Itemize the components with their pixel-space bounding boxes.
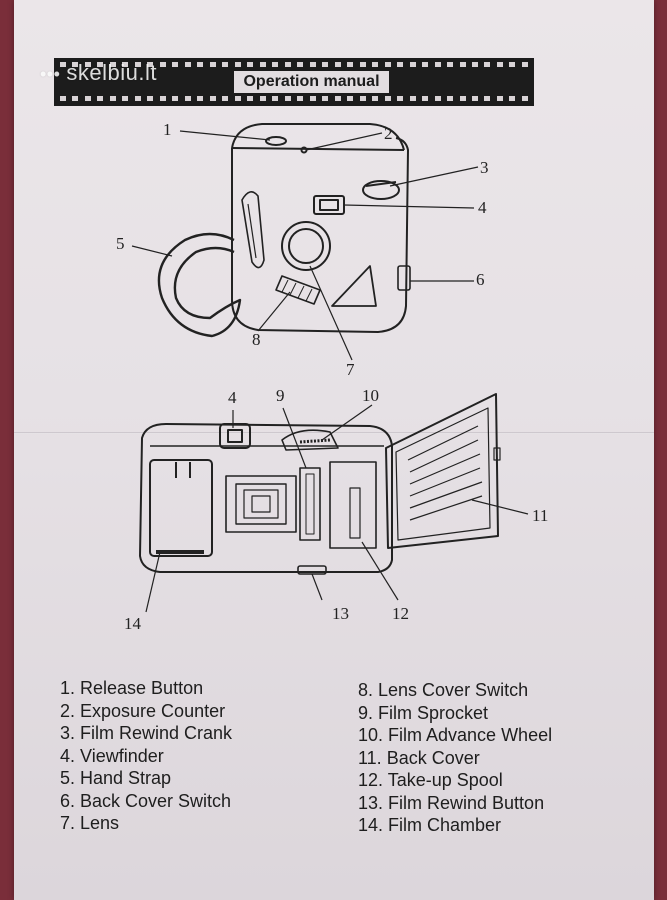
legend-item: 12. Take-up Spool [358,770,503,790]
legend-item: 10. Film Advance Wheel [358,725,553,745]
callout-13: 13 [332,604,349,623]
callout-2: 2 [384,124,393,143]
rewind-crank-shape [362,180,400,200]
legend-item: 7. Lens [60,813,120,833]
watermark-logo-icon: ••• [40,64,61,84]
legend-item: 3. Film Rewind Crank [60,723,233,743]
callout-4: 4 [478,198,487,217]
hand-strap-shape [157,232,242,338]
camera-front-view [157,123,411,338]
header-filmstrip: Operation manual [54,58,534,106]
callout-1: 1 [163,120,172,139]
legend-item: 2. Exposure Counter [60,700,226,721]
front-leaders [131,130,479,361]
legend-right: 8. Lens Cover Switch 9. Film Sprocket 10… [358,679,552,837]
legend-item: 6. Back Cover Switch [60,790,232,811]
viewfinder-shape [313,195,345,215]
callout-5: 5 [116,234,125,253]
camera-back-view [139,393,501,575]
callout-14: 14 [124,614,141,633]
back-cover-shape [385,393,499,549]
legend-item: 14. Film Chamber [358,815,502,835]
callout-9: 9 [276,386,285,405]
film-gate-shape [225,475,297,533]
film-sprocket-shape [299,467,321,541]
paper-fold [14,432,654,434]
callout-3: 3 [480,158,489,177]
back-leaders [145,404,529,613]
viewfinder-back-shape [219,423,251,449]
legend-item: 11. Back Cover [358,747,480,768]
perforations-bottom [60,96,528,102]
legend-item: 9. Film Sprocket [358,702,489,723]
callout-back-4: 4 [228,388,237,407]
release-button-shape [265,136,287,146]
legend-item: 4. Viewfinder [60,745,164,766]
legend-left: 1. Release Button 2. Exposure Counter 3.… [60,677,232,835]
callout-7: 7 [346,360,355,379]
take-up-spool-shape [329,461,377,549]
legend-item: 8. Lens Cover Switch [358,680,529,700]
callout-8: 8 [252,330,261,349]
legend-item: 13. Film Rewind Button [358,792,545,813]
callout-6: 6 [476,270,485,289]
exposure-counter-shape [300,146,308,154]
legend-item: 1. Release Button [60,678,204,698]
perforations-top [60,62,528,68]
watermark: •••skelbiu.lt [40,60,157,85]
advance-wheel-shape [281,429,339,451]
legend-item: 5. Hand Strap [60,768,172,788]
film-chamber-shape [149,459,213,557]
callout-11: 11 [532,506,549,525]
callout-12: 12 [392,604,409,623]
page-title: Operation manual [234,71,389,93]
lens-shape [281,221,331,271]
callout-10: 10 [362,386,379,405]
